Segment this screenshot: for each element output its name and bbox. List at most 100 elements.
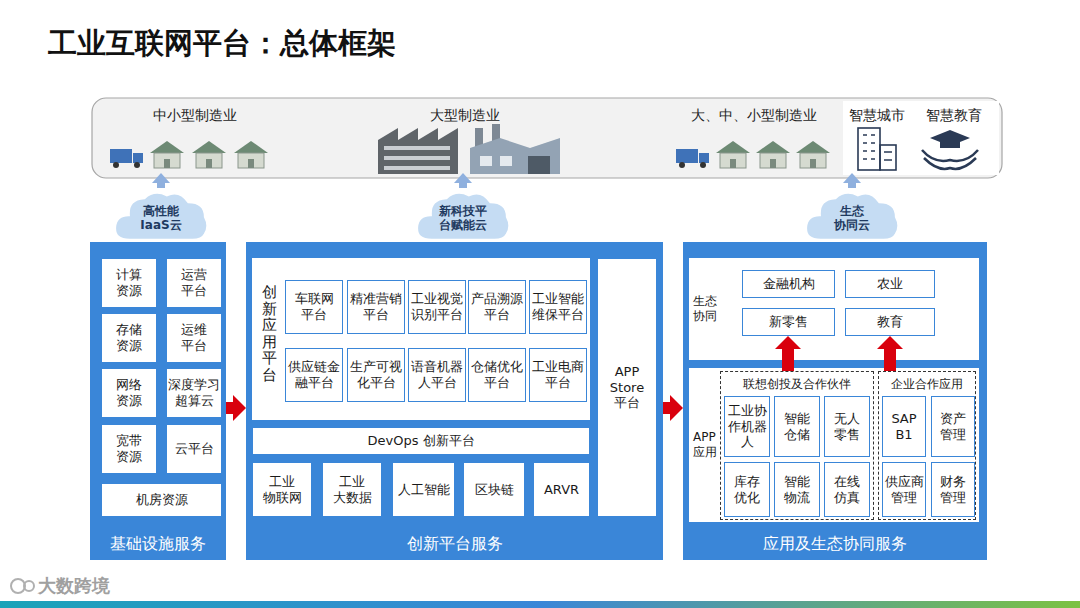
node-label: 基础设施服务 <box>110 534 206 555</box>
node-label: 工业 物联网 <box>263 474 302 505</box>
node-label: 人工智能 <box>398 482 450 498</box>
node-label: ARVR <box>544 482 579 498</box>
node-label: 教育 <box>877 314 903 330</box>
education-icon <box>922 130 978 169</box>
module-box: 云平台 <box>166 424 222 474</box>
module-box: 工业协 作机器 人 <box>724 396 770 457</box>
node-label: 大、中、小型制造业 <box>691 107 817 125</box>
node-label: 金融机构 <box>763 276 815 292</box>
node-label: 财务 管理 <box>940 474 966 505</box>
node-label: 工业智能 维保平台 <box>532 291 584 322</box>
node-label: 云平台 <box>175 441 214 457</box>
node-label: 中小型制造业 <box>153 107 237 125</box>
section-area: 生态 协同金融机构农业新零售教育 <box>689 258 979 360</box>
node-label: 产品溯源 平台 <box>471 291 523 322</box>
smb-icons <box>110 141 268 168</box>
module-box: 库存 优化 <box>724 462 770 517</box>
flow-arrow <box>877 336 903 371</box>
module-box: 供应商 管理 <box>882 462 926 517</box>
section-area: APP 应用联想创投及合作伙伴工业协 作机器 人智能 仓储无人 零售库存 优化智… <box>689 368 979 522</box>
node-label: 创新应用平台 <box>262 284 277 383</box>
node-label: 供应链金 融平台 <box>288 359 340 390</box>
cloud-node: 生态 协同云 <box>803 188 901 242</box>
module-box: SAP B1 <box>882 396 926 457</box>
node-label: 资产 管理 <box>940 411 966 442</box>
module-box: 在线 仿真 <box>824 462 870 517</box>
module-box: 车联网 平台 <box>285 280 343 334</box>
module-box: 机房资源 <box>101 483 222 517</box>
module-box: 网络 资源 <box>101 368 157 418</box>
module-box: 智能 物流 <box>774 462 820 517</box>
module-box: 财务 管理 <box>931 462 975 517</box>
node-label: 在线 仿真 <box>834 474 860 505</box>
module-box: 存储 资源 <box>101 313 157 363</box>
module-box: 人工智能 <box>392 462 455 517</box>
module-box: 生产可视 化平台 <box>347 348 405 402</box>
client-group: 智慧教育 <box>912 103 996 173</box>
node-label: 农业 <box>877 276 903 292</box>
module-box: 智能 仓储 <box>774 396 820 457</box>
node-label: 应用及生态协同服务 <box>763 534 907 555</box>
module-box: 深度学习 超算云 <box>166 368 222 418</box>
client-group: 大型制造业 <box>370 103 560 173</box>
flow-arrow <box>226 395 246 421</box>
module-box: 精准营销 平台 <box>347 280 405 334</box>
node-label: 智能 仓储 <box>784 411 810 442</box>
client-group: 中小型制造业 <box>100 103 290 173</box>
client-group: 智慧城市 <box>845 103 909 173</box>
node-label: 企业合作应用 <box>891 376 963 393</box>
node-label: 供应商 管理 <box>885 474 924 505</box>
node-label: 工业 大数据 <box>333 474 372 505</box>
node-label: 新科技平 台赋能云 <box>439 204 487 233</box>
node-label: 无人 零售 <box>834 411 860 442</box>
city-icon <box>858 128 896 170</box>
node-label: 库存 优化 <box>734 474 760 505</box>
node-label: 工业协 作机器 人 <box>728 403 767 450</box>
node-label: 深度学习 超算云 <box>168 377 220 408</box>
cloud-arrow <box>843 173 861 188</box>
module-box: 仓储优化 平台 <box>468 348 526 402</box>
node-label: 车联网 平台 <box>295 291 334 322</box>
service-panel: 应用及生态协同服务生态 协同金融机构农业新零售教育APP 应用联想创投及合作伙伴… <box>683 242 987 560</box>
module-box: 产品溯源 平台 <box>468 280 526 334</box>
flow-arrow <box>663 395 683 421</box>
node-label: 工业视觉 识别平台 <box>411 291 463 322</box>
module-box: 新零售 <box>742 308 835 336</box>
module-box: 区块链 <box>463 462 525 517</box>
module-box: 工业 物联网 <box>252 462 312 517</box>
cloud-arrow <box>454 173 472 188</box>
cloud-node: 高性能 IaaS云 <box>112 188 210 242</box>
flow-arrow <box>775 336 801 371</box>
module-box: 计算 资源 <box>101 258 157 308</box>
node-label: 宽带 资源 <box>116 433 142 464</box>
watermark: 大数跨境 <box>38 574 110 598</box>
platform-bar: DevOps 创新平台 <box>252 427 590 455</box>
module-box: 教育 <box>845 308 935 336</box>
node-label: APP 应用 <box>693 430 717 460</box>
module-box: APP Store 平台 <box>597 258 657 517</box>
partner-group: 联想创投及合作伙伴工业协 作机器 人智能 仓储无人 零售库存 优化智能 物流在线… <box>720 371 874 520</box>
factory-icons <box>378 124 560 174</box>
node-label: 存储 资源 <box>116 322 142 353</box>
module-box: 资产 管理 <box>931 396 975 457</box>
module-box: 宽带 资源 <box>101 424 157 474</box>
node-label: 语音机器 人平台 <box>411 359 463 390</box>
node-label: 高性能 IaaS云 <box>140 204 181 233</box>
module-box: 运营 平台 <box>166 258 222 308</box>
node-label: 生态 协同云 <box>834 204 870 233</box>
node-label: SAP B1 <box>891 411 916 442</box>
node-label: 智慧城市 <box>849 107 905 125</box>
cloud-arrow <box>152 173 170 188</box>
module-box: 无人 零售 <box>824 396 870 457</box>
city-panel <box>843 101 999 175</box>
module-box: 工业电商 平台 <box>529 348 587 402</box>
module-box: 工业智能 维保平台 <box>529 280 587 334</box>
mixed-icons <box>676 141 830 168</box>
module-box: 工业 大数据 <box>322 462 382 517</box>
node-label: 创新平台服务 <box>407 534 503 555</box>
page-title: 工业互联网平台：总体框架 <box>48 24 396 64</box>
client-group: 大、中、小型制造业 <box>668 103 840 173</box>
module-box: 语音机器 人平台 <box>408 348 466 402</box>
node-label: 仓储优化 平台 <box>471 359 523 390</box>
node-label: 网络 资源 <box>116 377 142 408</box>
